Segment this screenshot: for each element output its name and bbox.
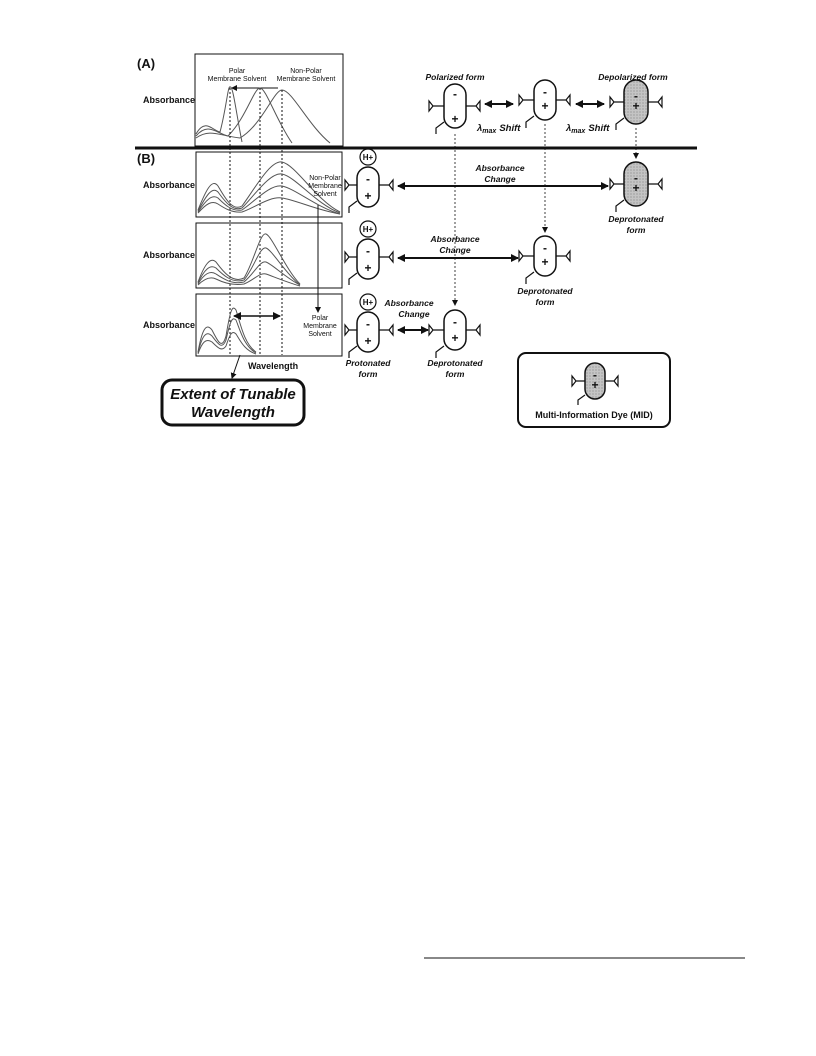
deprotonated-dye-row1: - + (609, 161, 663, 212)
svg-text:-: - (453, 87, 457, 101)
svg-text:+: + (364, 261, 371, 275)
abs-change-2-line1: Absorbance (429, 234, 479, 244)
ylabel-b1: Absorbance (143, 180, 195, 190)
svg-text:+: + (632, 99, 639, 113)
deprotonated-dye-row2: - + (518, 235, 571, 284)
deprotonated-label-row1-1: Deprotonated (608, 214, 664, 224)
svg-text:+: + (451, 112, 458, 126)
polarized-form-label: Polarized form (425, 72, 484, 82)
svg-text:-: - (593, 368, 597, 382)
svg-text:-: - (366, 317, 370, 331)
svg-text:+: + (364, 189, 371, 203)
xlabel-wavelength: Wavelength (248, 361, 298, 371)
svg-text:-: - (543, 241, 547, 255)
svg-text:+: + (591, 378, 598, 392)
deprotonated-label-row3-1: Deprotonated (427, 358, 483, 368)
dye-intermediate: - + (518, 79, 571, 128)
depolarized-form-label: Depolarized form (598, 72, 668, 82)
deprotonated-label-row2-2: form (536, 297, 555, 307)
nonpolar-note-2: Membrane (308, 183, 342, 190)
mid-legend-box: - + Multi-Information Dye (MID) (517, 352, 671, 428)
proton-label-row1: H+ (363, 153, 374, 162)
dye-polarized: - + (428, 83, 481, 134)
polar-note-2: Membrane (303, 323, 337, 330)
protonated-dye-row2: H+ - + (344, 220, 394, 285)
proton-label-row3: H+ (363, 298, 374, 307)
abs-change-3-line1: Absorbance (383, 298, 433, 308)
svg-text:+: + (541, 255, 548, 269)
svg-text:-: - (634, 89, 638, 103)
callout-line2: Wavelength (191, 404, 275, 421)
spectrum-plot-a: Polar Membrane Solvent Non-Polar Membran… (194, 53, 344, 147)
svg-text:-: - (366, 172, 370, 186)
dye-depolarized: - + (609, 79, 663, 130)
protonated-label-2: form (359, 369, 378, 379)
svg-text:-: - (453, 315, 457, 329)
abs-change-3-line2: Change (398, 309, 429, 319)
polar-label-line1: Polar (229, 68, 246, 75)
nonpolar-note-3: Solvent (313, 191, 336, 198)
spectrum-plot-b3: Polar Membrane Solvent (195, 293, 343, 357)
svg-text:-: - (366, 244, 370, 258)
svg-text:-: - (634, 171, 638, 185)
nonpolar-label-line2: Membrane Solvent (277, 76, 336, 83)
protonated-dye-row3: H+ - + (344, 293, 394, 358)
svg-text:+: + (541, 99, 548, 113)
curve-nonpolar (195, 89, 331, 144)
svg-text:+: + (364, 334, 371, 348)
spectrum-plot-b1: Non-Polar Membrane Solvent (195, 151, 343, 218)
curve-polar (195, 86, 243, 143)
polar-label-line2: Membrane Solvent (208, 76, 267, 83)
spectrum-plot-b2 (195, 222, 343, 289)
proton-label-row2: H+ (363, 225, 374, 234)
nonpolar-label-line1: Non-Polar (290, 68, 322, 75)
svg-text:+: + (632, 181, 639, 195)
ylabel-b2: Absorbance (143, 250, 195, 260)
polar-note-3: Solvent (308, 331, 331, 338)
callout-pointer (230, 354, 241, 379)
deprotonated-label-row2-1: Deprotonated (517, 286, 573, 296)
callout-line1: Extent of Tunable (170, 386, 296, 403)
abs-change-2-line2: Change (439, 245, 470, 255)
ylabel-b3: Absorbance (143, 320, 195, 330)
deprotonated-label-row3-2: form (446, 369, 465, 379)
protonated-label-1: Protonated (346, 358, 392, 368)
abs-change-1-line1: Absorbance (474, 163, 524, 173)
tunable-wavelength-callout: Extent of Tunable Wavelength (160, 378, 306, 427)
ylabel-a: Absorbance (143, 95, 195, 105)
panel-label-b: (B) (137, 151, 155, 166)
polar-note-1: Polar (312, 315, 329, 322)
nonpolar-note-1: Non-Polar (309, 175, 341, 182)
panel-label-a: (A) (137, 56, 155, 71)
protonated-dye-row1: H+ - + (344, 148, 394, 213)
svg-text:+: + (451, 331, 458, 345)
svg-text:-: - (543, 85, 547, 99)
abs-change-1-line2: Change (484, 174, 515, 184)
deprotonated-dye-row3: - + (428, 309, 481, 358)
deprotonated-label-row1-2: form (627, 225, 646, 235)
mid-dye-icon: - + (571, 362, 619, 405)
curve-mid (195, 87, 293, 144)
mid-legend-text: Multi-Information Dye (MID) (535, 410, 653, 420)
